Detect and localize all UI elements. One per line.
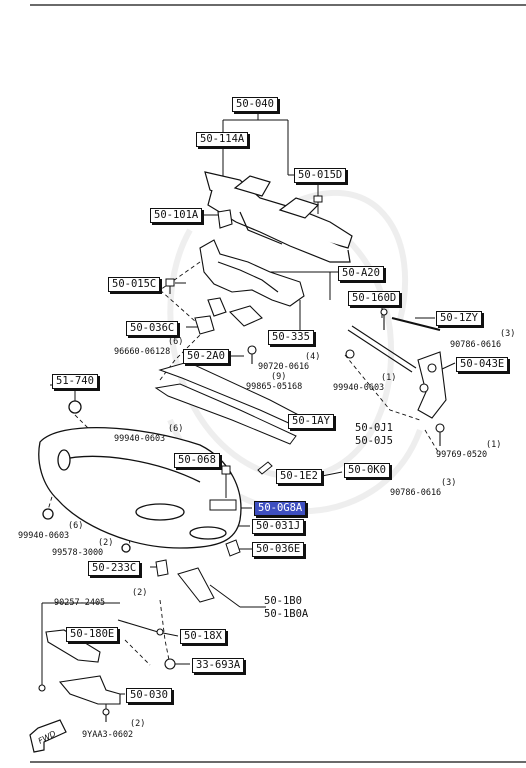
part-label[interactable]: 50-031J [252, 519, 305, 534]
part-label[interactable]: 50-015C [108, 277, 161, 292]
part-label[interactable]: 50-040 [232, 97, 278, 112]
reinforcement-beam [204, 171, 353, 263]
part-label[interactable]: 50-068 [174, 453, 220, 468]
quantity-label: (6) [68, 521, 84, 531]
part-number: 99769-0520 [436, 450, 488, 460]
part-label[interactable]: 33-693A [192, 658, 245, 673]
quantity-label: (3) [500, 329, 516, 339]
quantity-label: (1) [486, 440, 502, 450]
part-label[interactable]: 50-036C [126, 321, 179, 336]
quantity-label: (4) [305, 352, 321, 362]
part-label[interactable]: 50-335 [268, 330, 314, 345]
bracket-assembly [194, 239, 305, 364]
quantity-label: (2) [98, 538, 114, 548]
part-number: 50-1B0A [264, 608, 309, 620]
part-number: 99940-0603 [333, 383, 385, 393]
part-number: 9YAA3-0602 [82, 730, 134, 740]
part-number: 99865-05168 [246, 382, 303, 392]
part-number: 50-0J5 [355, 435, 393, 447]
part-number: 50-1B0 [264, 595, 302, 607]
clip-part [217, 209, 233, 229]
part-number: 96660-06128 [114, 347, 171, 357]
quantity-label: (9) [271, 372, 287, 382]
part-number: 99578-3000 [52, 548, 104, 558]
part-label[interactable]: 50-036E [252, 542, 305, 557]
part-label[interactable]: 50-2A0 [183, 349, 229, 364]
quantity-label: (6) [168, 337, 184, 347]
part-label[interactable]: 50-18X [180, 629, 226, 644]
part-label[interactable]: 50-180E [66, 627, 119, 642]
lower-bracket [38, 619, 176, 722]
part-label[interactable]: 50-1AY [288, 414, 334, 429]
quantity-label: (3) [441, 478, 457, 488]
quantity-label: (6) [168, 424, 184, 434]
quantity-label: (1) [381, 373, 397, 383]
part-label[interactable]: 50-233C [88, 561, 141, 576]
part-label[interactable]: 50-1ZY [436, 311, 482, 326]
trim-strip [154, 361, 313, 445]
part-number: 90786-0616 [390, 488, 442, 498]
quantity-label: (2) [132, 588, 148, 598]
part-label[interactable]: 50-0K0 [344, 463, 390, 478]
part-number: 99940-0603 [114, 434, 166, 444]
part-label-highlighted[interactable]: 50-0G8A [254, 501, 307, 516]
part-label[interactable]: 50-114A [196, 132, 249, 147]
part-number: 90257-2405 [54, 598, 106, 608]
part-label[interactable]: 51-740 [52, 374, 98, 389]
bolt-part [165, 278, 175, 294]
part-number: 90720-0616 [258, 362, 310, 372]
part-label[interactable]: 50-A20 [338, 266, 384, 281]
part-label[interactable]: 50-101A [150, 208, 203, 223]
bolt-part [313, 195, 323, 214]
small-fasteners [155, 461, 273, 603]
part-number: 99940-0603 [18, 531, 70, 541]
part-label[interactable]: 50-1E2 [276, 469, 322, 484]
quantity-label: (2) [130, 719, 146, 729]
part-number: 50-0J1 [355, 422, 393, 434]
part-label[interactable]: 50-030 [126, 688, 172, 703]
part-label[interactable]: 50-043E [456, 357, 509, 372]
part-label[interactable]: 50-160D [348, 291, 401, 306]
part-label[interactable]: 50-015D [294, 168, 347, 183]
support-rod [345, 308, 447, 446]
part-number: 90786-0616 [450, 340, 502, 350]
fwd-arrow-icon [29, 719, 67, 753]
